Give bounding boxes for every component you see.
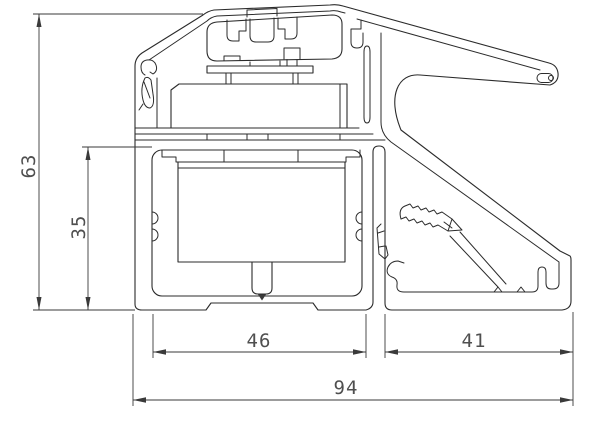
chamber-wall-notches-right	[355, 211, 363, 242]
insert-stem	[251, 261, 273, 295]
dimension-overall-width: 94	[132, 314, 573, 406]
clamp-plate	[206, 65, 314, 74]
screw-thread-bottom	[400, 216, 449, 232]
bottom-rib-ticks	[493, 286, 526, 293]
dimension-overall-height: 63	[18, 13, 203, 311]
dimension-chamber-height: 35	[68, 146, 152, 310]
t-slot-cap	[246, 8, 278, 18]
left-keyhole-slot	[138, 76, 155, 111]
profile-geometry	[134, 4, 572, 311]
channel-struts	[449, 231, 507, 288]
dimension-chamber-width: 46	[152, 314, 367, 358]
dimension-label-63: 63	[18, 154, 40, 179]
dimension-bracket-width: 41	[384, 312, 574, 406]
junction-lines	[134, 127, 386, 141]
dimensions: 63 35 46 41 94	[18, 13, 574, 406]
arm-inner-line	[356, 18, 541, 71]
left-keyhole-hook	[140, 59, 158, 76]
dimension-label-35: 35	[68, 215, 90, 240]
chamber-inner-wall	[151, 149, 363, 297]
dimension-label-41: 41	[462, 330, 487, 352]
screw-channel-left-cap	[399, 205, 406, 220]
right-wall-fin	[363, 45, 371, 124]
drain-s-hook	[386, 260, 405, 293]
arm-tip-hole	[548, 75, 554, 81]
top-cavity-outline	[206, 14, 343, 62]
cavity-floor-steps	[223, 47, 301, 67]
chamber-top-clips	[161, 149, 361, 163]
channel-clip	[376, 223, 389, 260]
plate-posts	[225, 72, 299, 85]
dimension-label-94: 94	[334, 377, 359, 399]
screw-channel-point	[443, 218, 463, 232]
top-step-hook	[350, 19, 364, 49]
top-wall-inner-line	[148, 10, 346, 61]
t-slot-center-pocket	[249, 17, 275, 43]
screw-channel	[376, 203, 507, 288]
t-slot-right-hook	[277, 16, 298, 40]
chamber-wall-notches-left	[151, 211, 159, 242]
screw-thread-top	[404, 203, 453, 220]
insert-block	[177, 161, 346, 263]
stem-center-mark	[258, 294, 266, 301]
arm-tip-slot	[536, 73, 554, 83]
inner-wall-and-hypotenuse	[380, 32, 560, 293]
dimension-label-46: 46	[247, 330, 272, 352]
upper-block	[170, 83, 348, 129]
profile-outer-outline	[134, 4, 572, 311]
t-slot-left-hook	[226, 18, 247, 42]
